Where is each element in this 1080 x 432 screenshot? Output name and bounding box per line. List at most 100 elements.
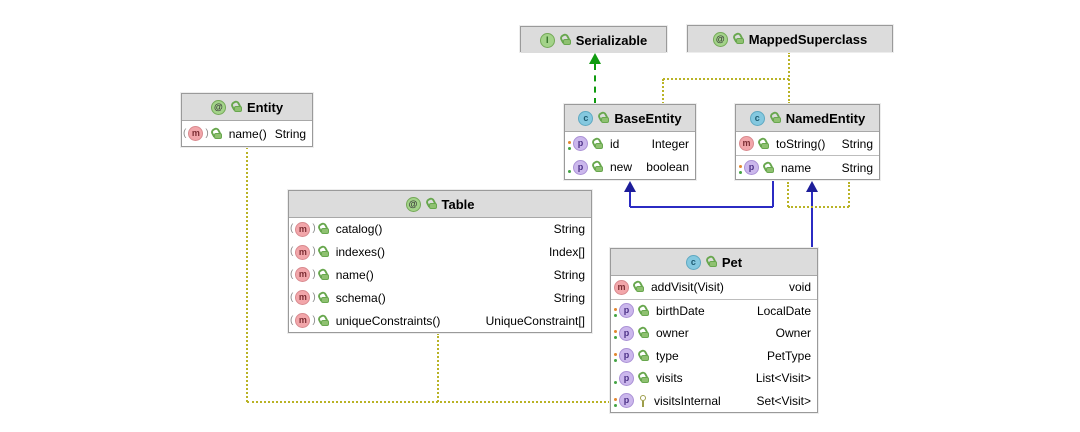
lock-icon [758,138,769,150]
property-icon: p [619,325,634,341]
green-accessor-dot [614,358,617,362]
edge-annotated-by-named-entity-to-named-entity [788,206,849,208]
lock-icon [318,223,329,235]
accessor-dots [739,162,742,174]
member-row-indexes[interactable]: (m)indexes()Index[] [289,241,591,264]
abstract-method-icon: m [295,267,311,283]
member-row-schema[interactable]: (m)schema()String [289,286,591,309]
member-name: schema() [335,290,386,305]
lock-icon [318,246,329,258]
lock-icon [770,112,781,124]
edge-annotated-by-mapped-superclass-to-base-entity [662,79,664,104]
member-type: PetType [766,348,811,363]
member-type: void [788,280,811,295]
class-header-mapped-superclass[interactable]: @MappedSuperclass [688,26,892,52]
class-title: Pet [721,254,743,270]
abstract-paren-close: ) [312,246,316,258]
property-icon: p [619,303,634,319]
abstract-method-icon: m [295,313,311,329]
green-accessor-dot [614,381,617,385]
orange-accessor-dot [614,352,617,356]
green-accessor-dot [614,313,617,317]
abstract-paren-close: ) [312,268,316,280]
abstract-paren-close: ) [205,127,209,139]
member-type: LocalDate [756,303,811,318]
member-type: String [274,126,307,141]
abstract-method-icon: m [295,244,311,260]
member-type: String [841,136,873,151]
member-name: indexes() [335,245,386,260]
green-accessor-dot [614,403,617,407]
edge-extends-named-entity-to-base-entity [772,180,774,207]
member-name: type [656,348,679,363]
edge-annotated-by-entity-to-pet [247,401,610,403]
green-accessor-dot [568,146,571,150]
property-icon: p [619,370,634,386]
lock-icon [733,33,744,45]
edge-extends-named-entity-to-base-entity [629,192,631,207]
abstract-paren-close: ) [312,314,316,326]
accessor-dots [614,395,617,407]
class-node-entity[interactable]: @Entity(m)name()String [181,93,313,147]
class-node-mapped-superclass[interactable]: @MappedSuperclass [687,25,893,52]
member-type: Owner [775,326,811,341]
member-name: catalog() [335,222,383,237]
member-name: new [610,160,633,175]
abstract-paren-open: ( [290,268,294,280]
property-icon: p [744,160,759,175]
abstract-paren-open: ( [290,291,294,303]
class-node-table[interactable]: @Table(m)catalog()String(m)indexes()Inde… [288,190,592,333]
abstract-method-icon: m [295,221,311,237]
class-title: MappedSuperclass [748,31,868,47]
member-type: List<Visit> [755,371,811,386]
member-row-name[interactable]: (m)name()String [289,264,591,287]
class-header-entity[interactable]: @Entity [182,94,312,121]
edge-extends-pet-to-named-entity [811,192,813,248]
member-name: name() [228,126,267,141]
lock-icon [426,198,437,210]
member-type: String [553,222,585,237]
green-accessor-dot [568,170,571,174]
lock-icon [318,292,329,304]
class-title: NamedEntity [785,110,866,126]
member-type: Index[] [548,245,585,260]
member-row-uniqueConstraints[interactable]: (m)uniqueConstraints()UniqueConstraint[] [289,309,591,332]
lock-icon [638,372,649,384]
member-list: (m)name()String [182,121,312,146]
class-header-table[interactable]: @Table [289,191,591,218]
abstract-paren-open: ( [290,223,294,235]
member-type: UniqueConstraint[] [485,313,585,328]
property-icon: p [619,348,634,364]
accessor-dots [614,350,617,362]
implements-arrowhead [589,53,601,64]
member-row-name[interactable]: (m)name()String [182,121,312,146]
class-title: Serializable [575,32,648,48]
lock-icon [592,138,603,150]
member-row-catalog[interactable]: (m)catalog()String [289,218,591,241]
lock-icon [763,162,774,174]
lock-icon [638,327,649,339]
member-row-type[interactable]: p type PetType [611,345,817,368]
member-type: String [553,267,585,282]
accessor-dots [614,327,617,340]
